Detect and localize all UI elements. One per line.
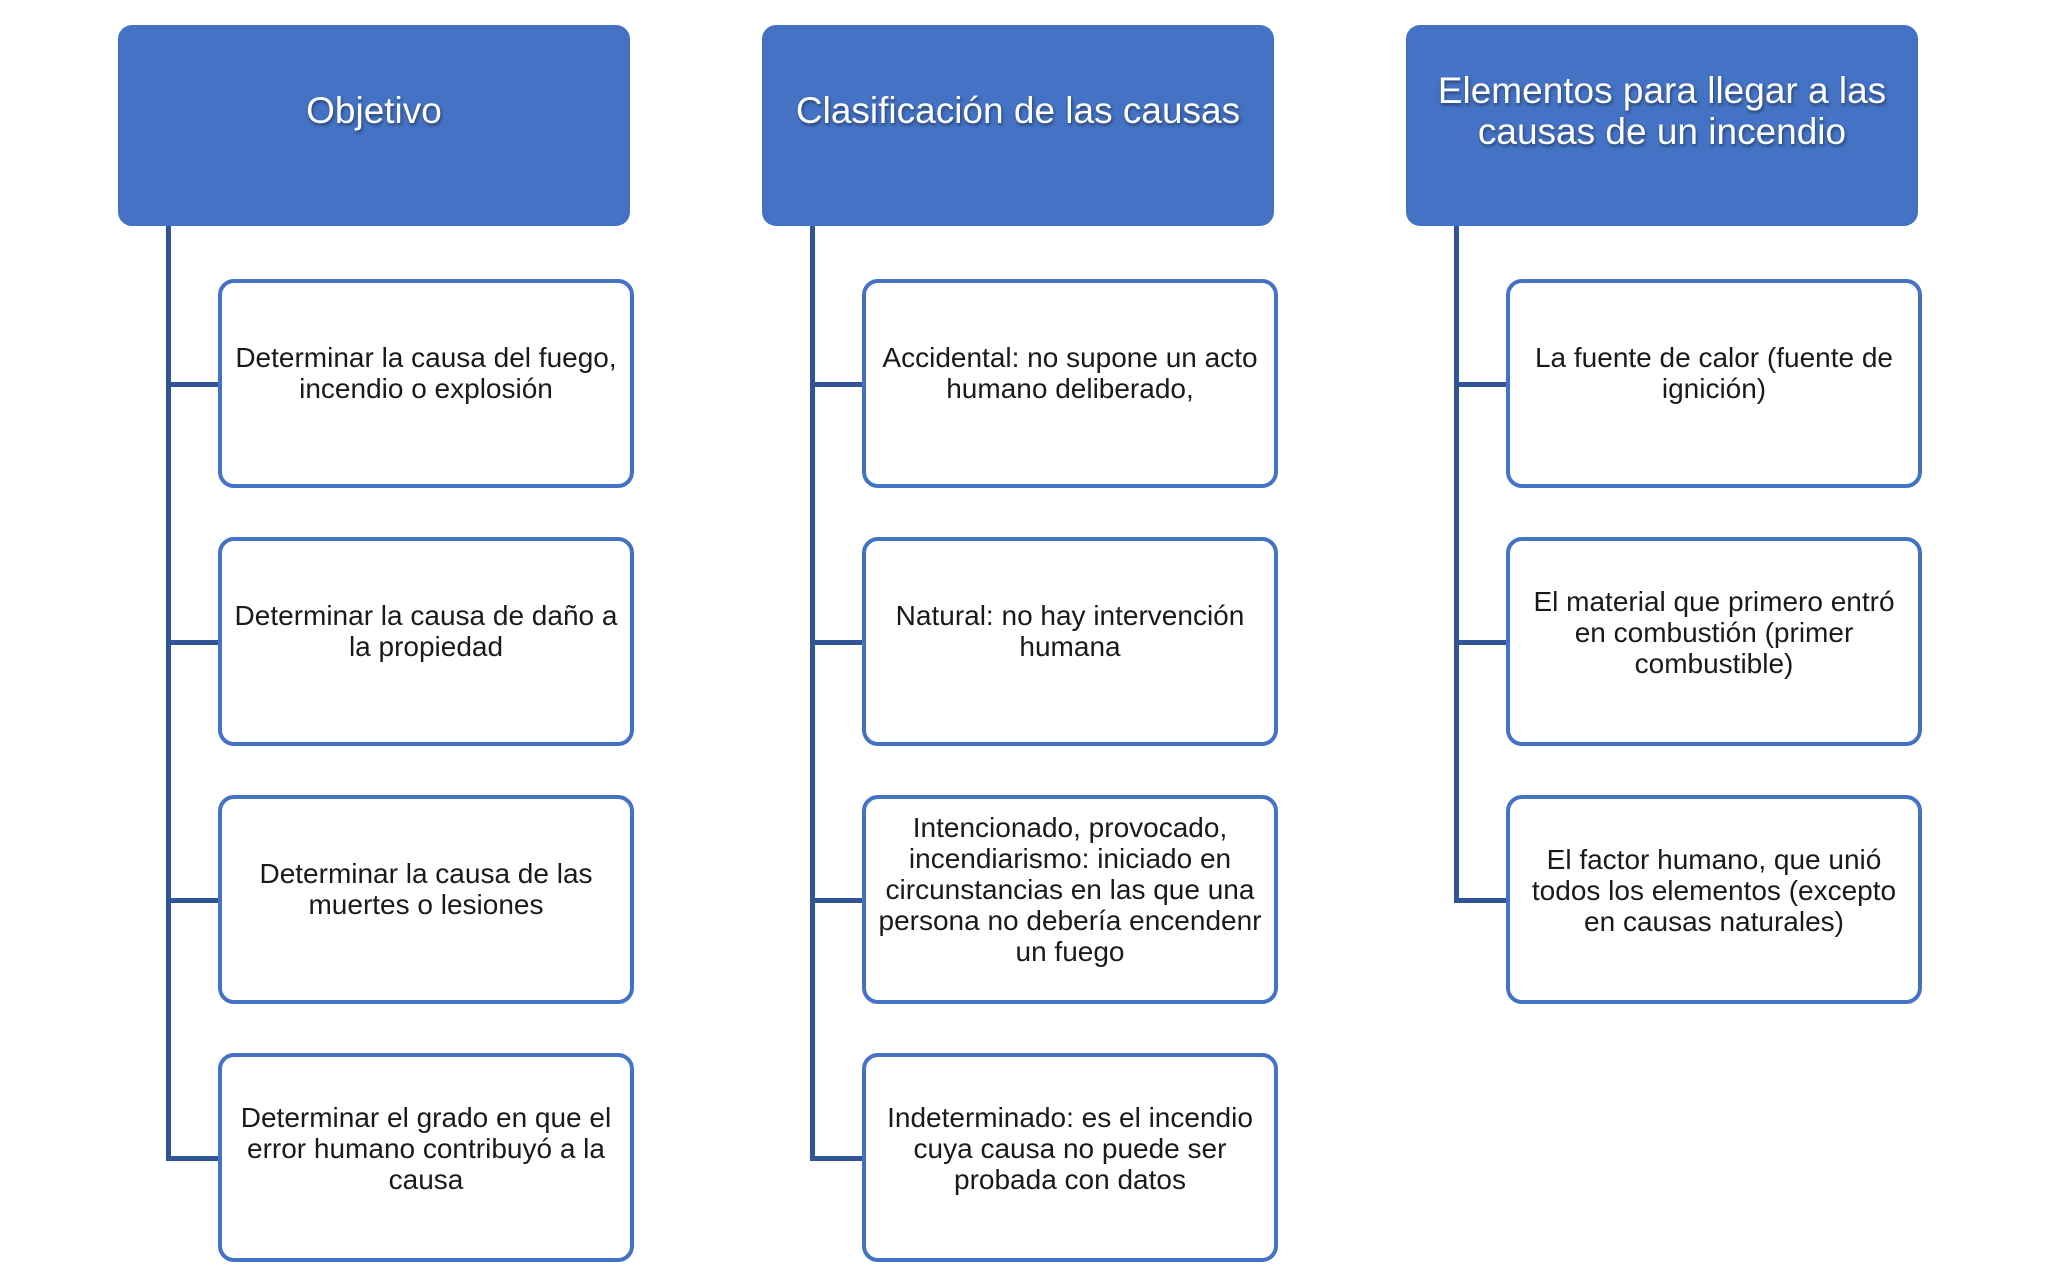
connector-branch bbox=[1454, 898, 1506, 903]
child-box: El factor humano, que unió todos los ele… bbox=[1506, 795, 1922, 1004]
connector-branch bbox=[166, 898, 218, 903]
child-box: Intencionado, provocado, incendiarismo: … bbox=[862, 795, 1278, 1004]
child-box: Determinar la causa de daño a la propied… bbox=[218, 537, 634, 746]
child-box-text: Accidental: no supone un acto humano del… bbox=[882, 342, 1258, 404]
connector-branch bbox=[810, 382, 862, 387]
child-box: Natural: no hay intervención humana bbox=[862, 537, 1278, 746]
child-box-text: Determinar la causa del fuego, incendio … bbox=[235, 342, 617, 404]
column-header: Objetivo bbox=[118, 25, 630, 226]
child-box-text: La fuente de calor (fuente de ignición) bbox=[1534, 342, 1894, 404]
column-header: Elementos para llegar a las causas de un… bbox=[1406, 25, 1918, 226]
child-box-text: El factor humano, que unió todos los ele… bbox=[1531, 844, 1897, 937]
column-title: Objetivo bbox=[306, 90, 442, 131]
connector-vertical bbox=[1454, 226, 1459, 901]
child-box: El material que primero entró en combust… bbox=[1506, 537, 1922, 746]
connector-vertical bbox=[166, 226, 171, 1159]
column-header: Clasificación de las causas bbox=[762, 25, 1274, 226]
connector-branch bbox=[166, 640, 218, 645]
child-box-text: Determinar la causa de las muertes o les… bbox=[259, 858, 593, 920]
child-box: Determinar el grado en que el error huma… bbox=[218, 1053, 634, 1262]
child-box: Determinar la causa del fuego, incendio … bbox=[218, 279, 634, 488]
connector-branch bbox=[810, 640, 862, 645]
column-elementos: Elementos para llegar a las causas de un… bbox=[1406, 0, 1926, 1279]
connector-branch bbox=[1454, 382, 1506, 387]
column-title: Clasificación de las causas bbox=[795, 90, 1241, 131]
connector-vertical bbox=[810, 226, 815, 1159]
connector-branch bbox=[1454, 640, 1506, 645]
child-box-text: Determinar el grado en que el error huma… bbox=[240, 1102, 612, 1195]
child-box-text: Indeterminado: es el incendio cuya causa… bbox=[887, 1102, 1253, 1195]
child-box: Accidental: no supone un acto humano del… bbox=[862, 279, 1278, 488]
connector-branch bbox=[810, 1156, 862, 1161]
child-box: Determinar la causa de las muertes o les… bbox=[218, 795, 634, 1004]
child-box-text: Determinar la causa de daño a la propied… bbox=[234, 600, 618, 662]
column-objetivo: Objetivo Determinar la causa del fuego, … bbox=[118, 0, 638, 1279]
child-box-text: Intencionado, provocado, incendiarismo: … bbox=[878, 812, 1262, 967]
connector-branch bbox=[166, 382, 218, 387]
connector-branch bbox=[166, 1156, 218, 1161]
column-clasificacion: Clasificación de las causas Accidental: … bbox=[762, 0, 1282, 1279]
child-box-text: El material que primero entró en combust… bbox=[1533, 586, 1895, 679]
child-box-text: Natural: no hay intervención humana bbox=[895, 600, 1245, 662]
child-box: Indeterminado: es el incendio cuya causa… bbox=[862, 1053, 1278, 1262]
child-box: La fuente de calor (fuente de ignición) bbox=[1506, 279, 1922, 488]
column-title: Elementos para llegar a las causas de un… bbox=[1437, 69, 1887, 152]
connector-branch bbox=[810, 898, 862, 903]
